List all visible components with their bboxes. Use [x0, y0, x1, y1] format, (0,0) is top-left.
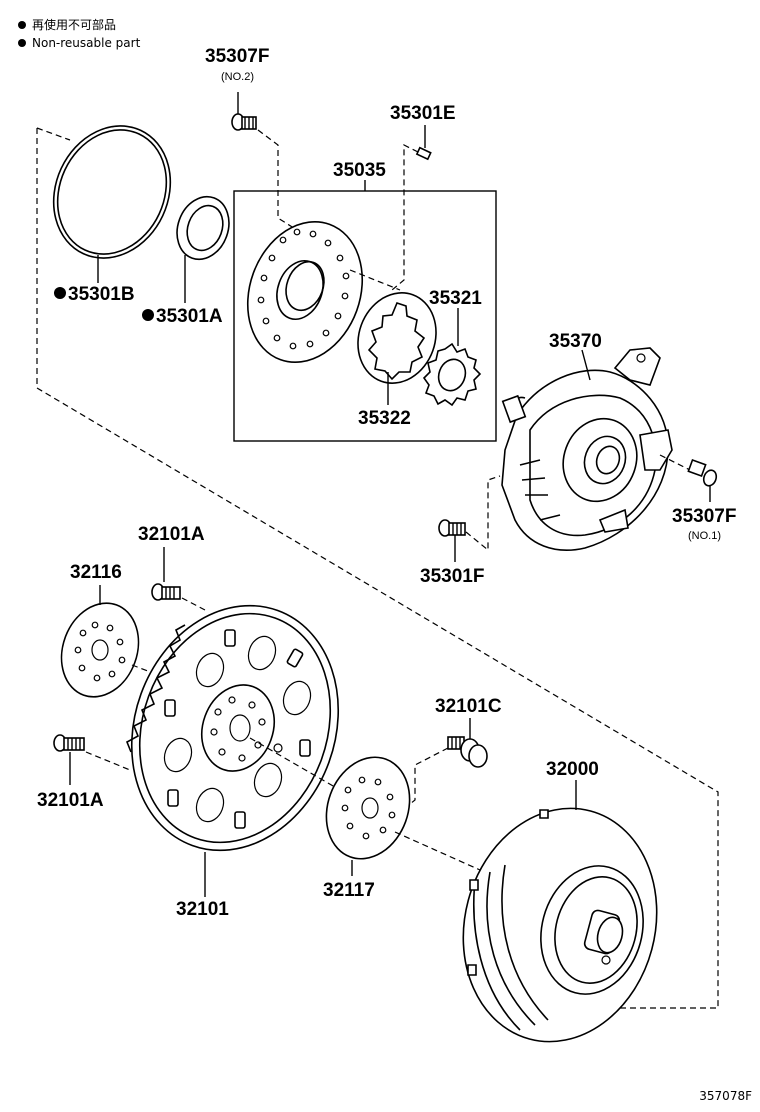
label-35301a: 35301A [156, 306, 223, 327]
label-35301f: 35301F [420, 566, 484, 587]
label-35322: 35322 [358, 408, 411, 429]
label-35301e: 35301E [390, 103, 456, 124]
part-pump-cover-plate [246, 220, 401, 364]
part-35301a-oil-seal [176, 195, 230, 303]
legend-jp: 再使用不可部品 [32, 17, 116, 32]
part-32116-spacer-plate [60, 585, 199, 698]
label-35307f-no1: 35307F [672, 506, 736, 527]
label-32101: 32101 [176, 899, 229, 920]
part-35307f-no1-bolt [659, 454, 718, 502]
label-35035: 35035 [333, 160, 386, 181]
part-35307f-no2-bolt [231, 92, 301, 233]
label-32101a-left: 32101A [37, 790, 104, 811]
non-reusable-dot-icon [54, 287, 66, 299]
assembly-dashed-outline [36, 127, 719, 1009]
non-reusable-dot-icon [142, 309, 154, 321]
legend-en: Non-reusable part [32, 36, 141, 50]
part-labels: 35307F (NO.2) 35301E 35035 35301B 35301A… [37, 46, 736, 920]
label-35307f-no1-sub: (NO.1) [688, 530, 721, 542]
part-32101a-left-bolt [53, 734, 131, 785]
part-35321-drive-gear [422, 308, 482, 407]
part-32101-drive-plate [125, 604, 341, 897]
label-32000: 32000 [546, 759, 599, 780]
part-35301f-bolt [438, 475, 501, 562]
part-35301e-pin [391, 125, 432, 291]
label-35370: 35370 [549, 331, 602, 352]
label-35321: 35321 [429, 288, 482, 309]
label-35307f-no2: 35307F [205, 46, 269, 67]
part-35322-driven-gear [357, 292, 437, 405]
label-32117: 32117 [323, 880, 375, 901]
label-35307f-no2-sub: (NO.2) [221, 71, 254, 83]
part-35301b-o-ring [52, 125, 172, 283]
part-32101c-bolt [404, 718, 488, 809]
legend-dot-icon [18, 39, 26, 47]
label-35301b: 35301B [68, 284, 135, 305]
part-32117-spacer-plate [325, 756, 481, 876]
label-32101c: 32101C [435, 696, 502, 717]
label-32116: 32116 [70, 562, 122, 583]
label-32101a-top: 32101A [138, 524, 205, 545]
part-35370-pump-body [501, 347, 673, 551]
diagram-id: 357078F [699, 1089, 752, 1103]
legend-dot-icon [18, 21, 26, 29]
legend: 再使用不可部品 Non-reusable part [18, 17, 141, 50]
part-32000-torque-converter [462, 780, 658, 1043]
part-32101a-top-bolt [151, 547, 206, 611]
